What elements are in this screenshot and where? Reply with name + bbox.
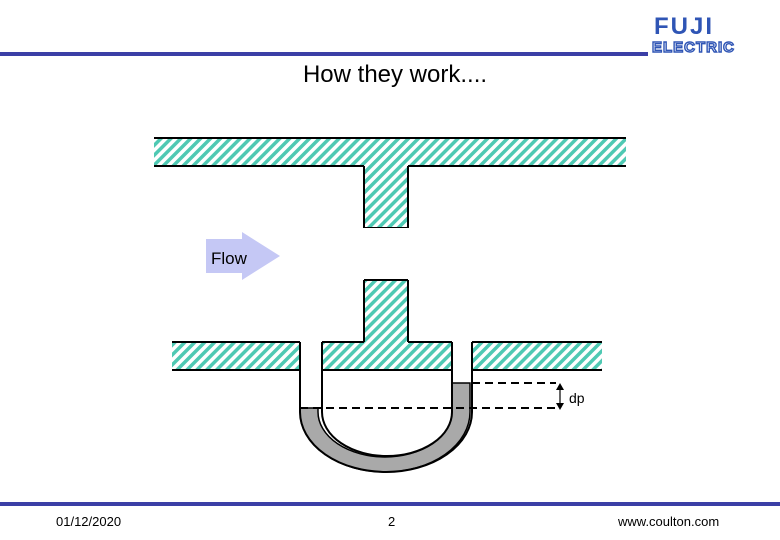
dp-arrow xyxy=(556,383,564,410)
upper-pipe-wall xyxy=(154,138,626,166)
orifice-plate-lower xyxy=(364,280,408,342)
flow-arrow xyxy=(206,232,280,280)
footer-page-number: 2 xyxy=(388,514,396,529)
lower-pipe-wall-right xyxy=(472,342,602,370)
orifice-plate-upper xyxy=(364,166,408,228)
flow-label: Flow xyxy=(211,249,248,268)
footer-date: 01/12/2020 xyxy=(56,514,122,529)
svg-text:FUJI: FUJI xyxy=(654,13,714,40)
orifice-opening xyxy=(364,228,408,280)
lower-pipe-wall-left xyxy=(172,342,300,370)
footer-url: www.coulton.com xyxy=(618,514,720,529)
svg-text:ELECTRIC: ELECTRIC xyxy=(652,39,735,56)
slide-title: How they work.... xyxy=(302,61,488,88)
footer-rule xyxy=(0,502,780,506)
fuji-electric-logo: FUJI ELECTRIC xyxy=(651,13,735,56)
header-rule xyxy=(0,52,648,56)
dp-label: dp xyxy=(569,390,585,406)
lower-pipe-wall-middle xyxy=(322,342,452,370)
